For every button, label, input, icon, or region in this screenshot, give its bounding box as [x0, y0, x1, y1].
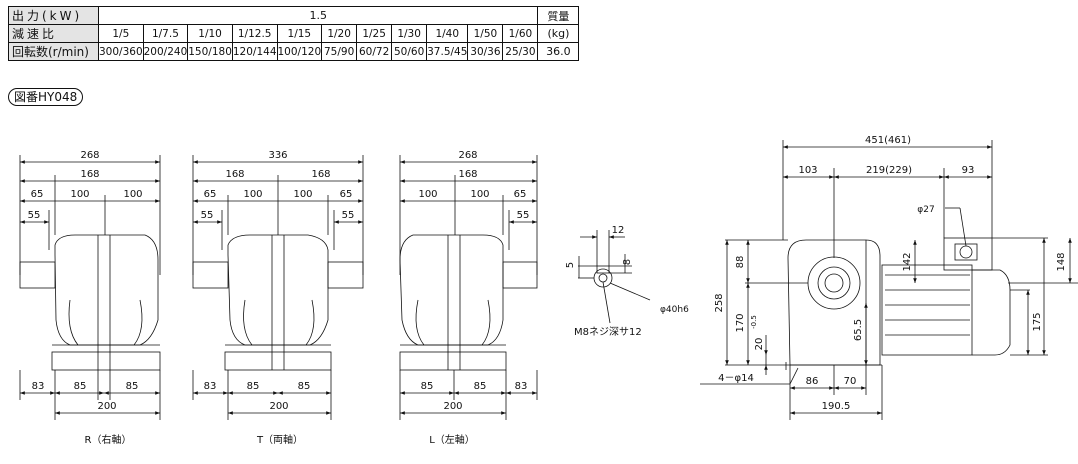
dim-258: 258	[714, 293, 725, 312]
dim-t-base-l: 83	[204, 381, 217, 392]
dim-r-c: 100	[123, 189, 142, 200]
dim-t-shaft-r: 55	[342, 210, 355, 221]
dim-t-mid-l: 168	[225, 169, 244, 180]
dim-t-base-m: 85	[247, 381, 260, 392]
dim-103: 103	[798, 165, 817, 176]
dim-t-b: 100	[243, 189, 262, 200]
dim-l-mid: 168	[458, 169, 477, 180]
dim-r-base-m: 85	[74, 381, 87, 392]
dim-key-depth: 8	[622, 259, 633, 265]
dim-20: 20	[754, 338, 765, 351]
speed-cell: 200/240	[142, 42, 189, 61]
dim-l-c: 65	[514, 189, 527, 200]
view-t	[192, 155, 364, 420]
dim-r-overall: 268	[80, 150, 99, 161]
speed-cell: 30/36	[467, 42, 504, 61]
dim-key-offset: 5	[565, 262, 576, 268]
speed-cell: 150/180	[187, 42, 233, 61]
dim-70: 70	[844, 376, 857, 387]
shaft-end-detail	[578, 230, 651, 324]
dim-170: 170	[735, 313, 746, 332]
mass-value: 36.0	[537, 42, 580, 61]
speed-cell: 37.5/45	[426, 42, 469, 61]
dim-l-base-r: 85	[474, 381, 487, 392]
dim-l-base-m: 85	[421, 381, 434, 392]
dim-l-base-rr: 83	[515, 381, 528, 392]
dim-l-a: 100	[418, 189, 437, 200]
dim-r-base-r: 85	[126, 381, 139, 392]
dim-65-5: 65.5	[853, 319, 864, 341]
dim-93: 93	[962, 165, 975, 176]
caption-t: T（両軸）	[256, 433, 303, 446]
dim-r-base-l: 83	[32, 381, 45, 392]
dim-r-b: 100	[70, 189, 89, 200]
dim-t-overall: 336	[268, 150, 287, 161]
dim-phi27: φ27	[917, 205, 934, 215]
dim-l-base-total: 200	[443, 401, 462, 412]
side-view	[700, 140, 1078, 420]
output-label: 出力(kW)	[8, 6, 99, 25]
speed-cell: 75/90	[321, 42, 358, 61]
tol-170: -0.5	[750, 315, 758, 329]
dim-overall-length: 451(461)	[865, 135, 911, 146]
speed-cell: 300/360	[98, 42, 144, 61]
dim-148: 148	[1056, 252, 1067, 271]
dim-r-a: 65	[31, 189, 44, 200]
dim-l-b: 100	[470, 189, 489, 200]
ratio-cell: 1/7.5	[142, 24, 189, 43]
dim-l-overall: 268	[458, 150, 477, 161]
dim-219: 219(229)	[866, 165, 912, 176]
thread-note: M8ネジ深サ12	[574, 326, 642, 338]
view-l	[399, 155, 538, 420]
dim-l-shaft: 55	[517, 210, 530, 221]
speed-cell: 50/60	[391, 42, 428, 61]
output-row: 出力(kW) 1.5 質量	[8, 6, 580, 25]
dim-key-width: 12	[612, 225, 625, 236]
dim-175: 175	[1032, 312, 1043, 331]
caption-l: L（左軸）	[429, 433, 475, 446]
dim-t-c: 100	[293, 189, 312, 200]
dim-t-base-total: 200	[269, 401, 288, 412]
holes-note: 4－φ14	[718, 373, 754, 384]
dim-t-mid-r: 168	[311, 169, 330, 180]
dim-r-shaft: 55	[28, 210, 41, 221]
speed-row: 回転数(r/min) 300/360 200/240 150/180 120/1…	[8, 42, 580, 61]
dim-t-d: 65	[340, 189, 353, 200]
speed-label: 回転数(r/min)	[8, 42, 99, 61]
spec-table: 出力(kW) 1.5 質量 減速比 1/5 1/7.5 1/10 1/12.5 …	[8, 6, 580, 61]
mass-unit: (kg)	[537, 24, 580, 43]
dim-r-mid: 168	[80, 169, 99, 180]
figure-number-badge: 図番HY048	[8, 88, 84, 106]
view-r	[19, 155, 161, 420]
dim-88: 88	[735, 256, 746, 269]
dim-t-base-r: 85	[298, 381, 311, 392]
dim-shaft-dia: φ40h6	[660, 305, 689, 315]
dim-t-a: 65	[204, 189, 217, 200]
speed-cell: 120/144	[231, 42, 278, 61]
ratio-cell: 1/60	[502, 24, 539, 43]
dim-190-5: 190.5	[822, 401, 851, 412]
caption-r: R（右軸）	[85, 433, 132, 446]
dim-86: 86	[806, 376, 819, 387]
speed-cell: 100/120	[276, 42, 323, 61]
ratio-cell: 1/12.5	[231, 24, 278, 43]
dim-t-shaft-l: 55	[201, 210, 214, 221]
speed-cell: 60/72	[356, 42, 393, 61]
dim-142: 142	[902, 252, 913, 271]
dim-r-base-total: 200	[97, 401, 116, 412]
